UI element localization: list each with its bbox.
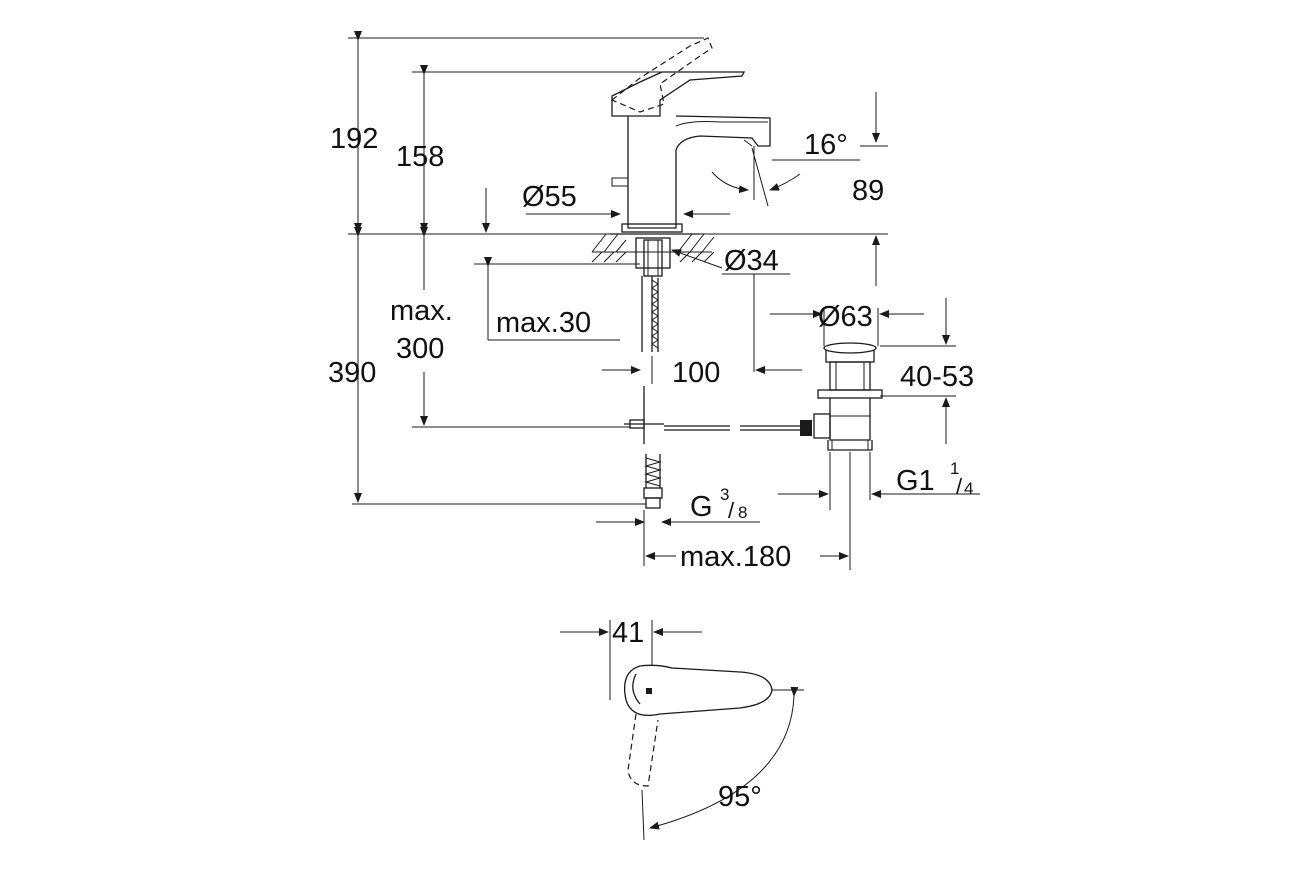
label-hose-thread-slash: / [728, 498, 735, 523]
waste-valve [800, 342, 883, 451]
label-waste-diameter: Ø63 [818, 301, 873, 333]
label-waste-range: 40-53 [900, 361, 974, 393]
label-spout-reach: 89 [852, 175, 884, 207]
label-hose-thread-num: 3 [720, 485, 729, 504]
label-total-height: 192 [330, 123, 378, 155]
dimension-labels: 192 158 16° 89 Ø55 Ø34 max. 300 max.30 3… [328, 123, 974, 813]
label-spout-height: 158 [396, 141, 444, 173]
label-max-rod: max.180 [680, 541, 791, 573]
label-waste-thread-num: 1 [950, 459, 959, 478]
label-max-thickness: max.30 [496, 307, 591, 339]
label-offset: 100 [672, 357, 720, 389]
label-waste-thread: G1 [896, 465, 935, 497]
label-lever-rotation: 95° [718, 781, 762, 813]
faucet-body [591, 37, 771, 352]
label-max: max. [390, 295, 453, 327]
label-under-height: 390 [328, 357, 376, 389]
countertop-hatch [591, 233, 715, 263]
dimension-lines [348, 31, 980, 570]
label-lever-width: 41 [612, 617, 644, 649]
lever-top-view [560, 620, 804, 841]
label-spout-angle: 16° [804, 129, 848, 161]
label-hose-thread-den: 8 [738, 503, 747, 522]
label-waste-thread-den: 4 [964, 479, 973, 498]
pop-up-rod [412, 386, 804, 444]
label-max-hose: 300 [396, 333, 444, 365]
lower-hose [352, 454, 663, 509]
label-hose-thread: G [690, 491, 713, 523]
label-base-diameter: Ø55 [522, 181, 577, 213]
label-hole-diameter: Ø34 [724, 245, 779, 277]
label-waste-thread-slash: / [956, 474, 963, 499]
